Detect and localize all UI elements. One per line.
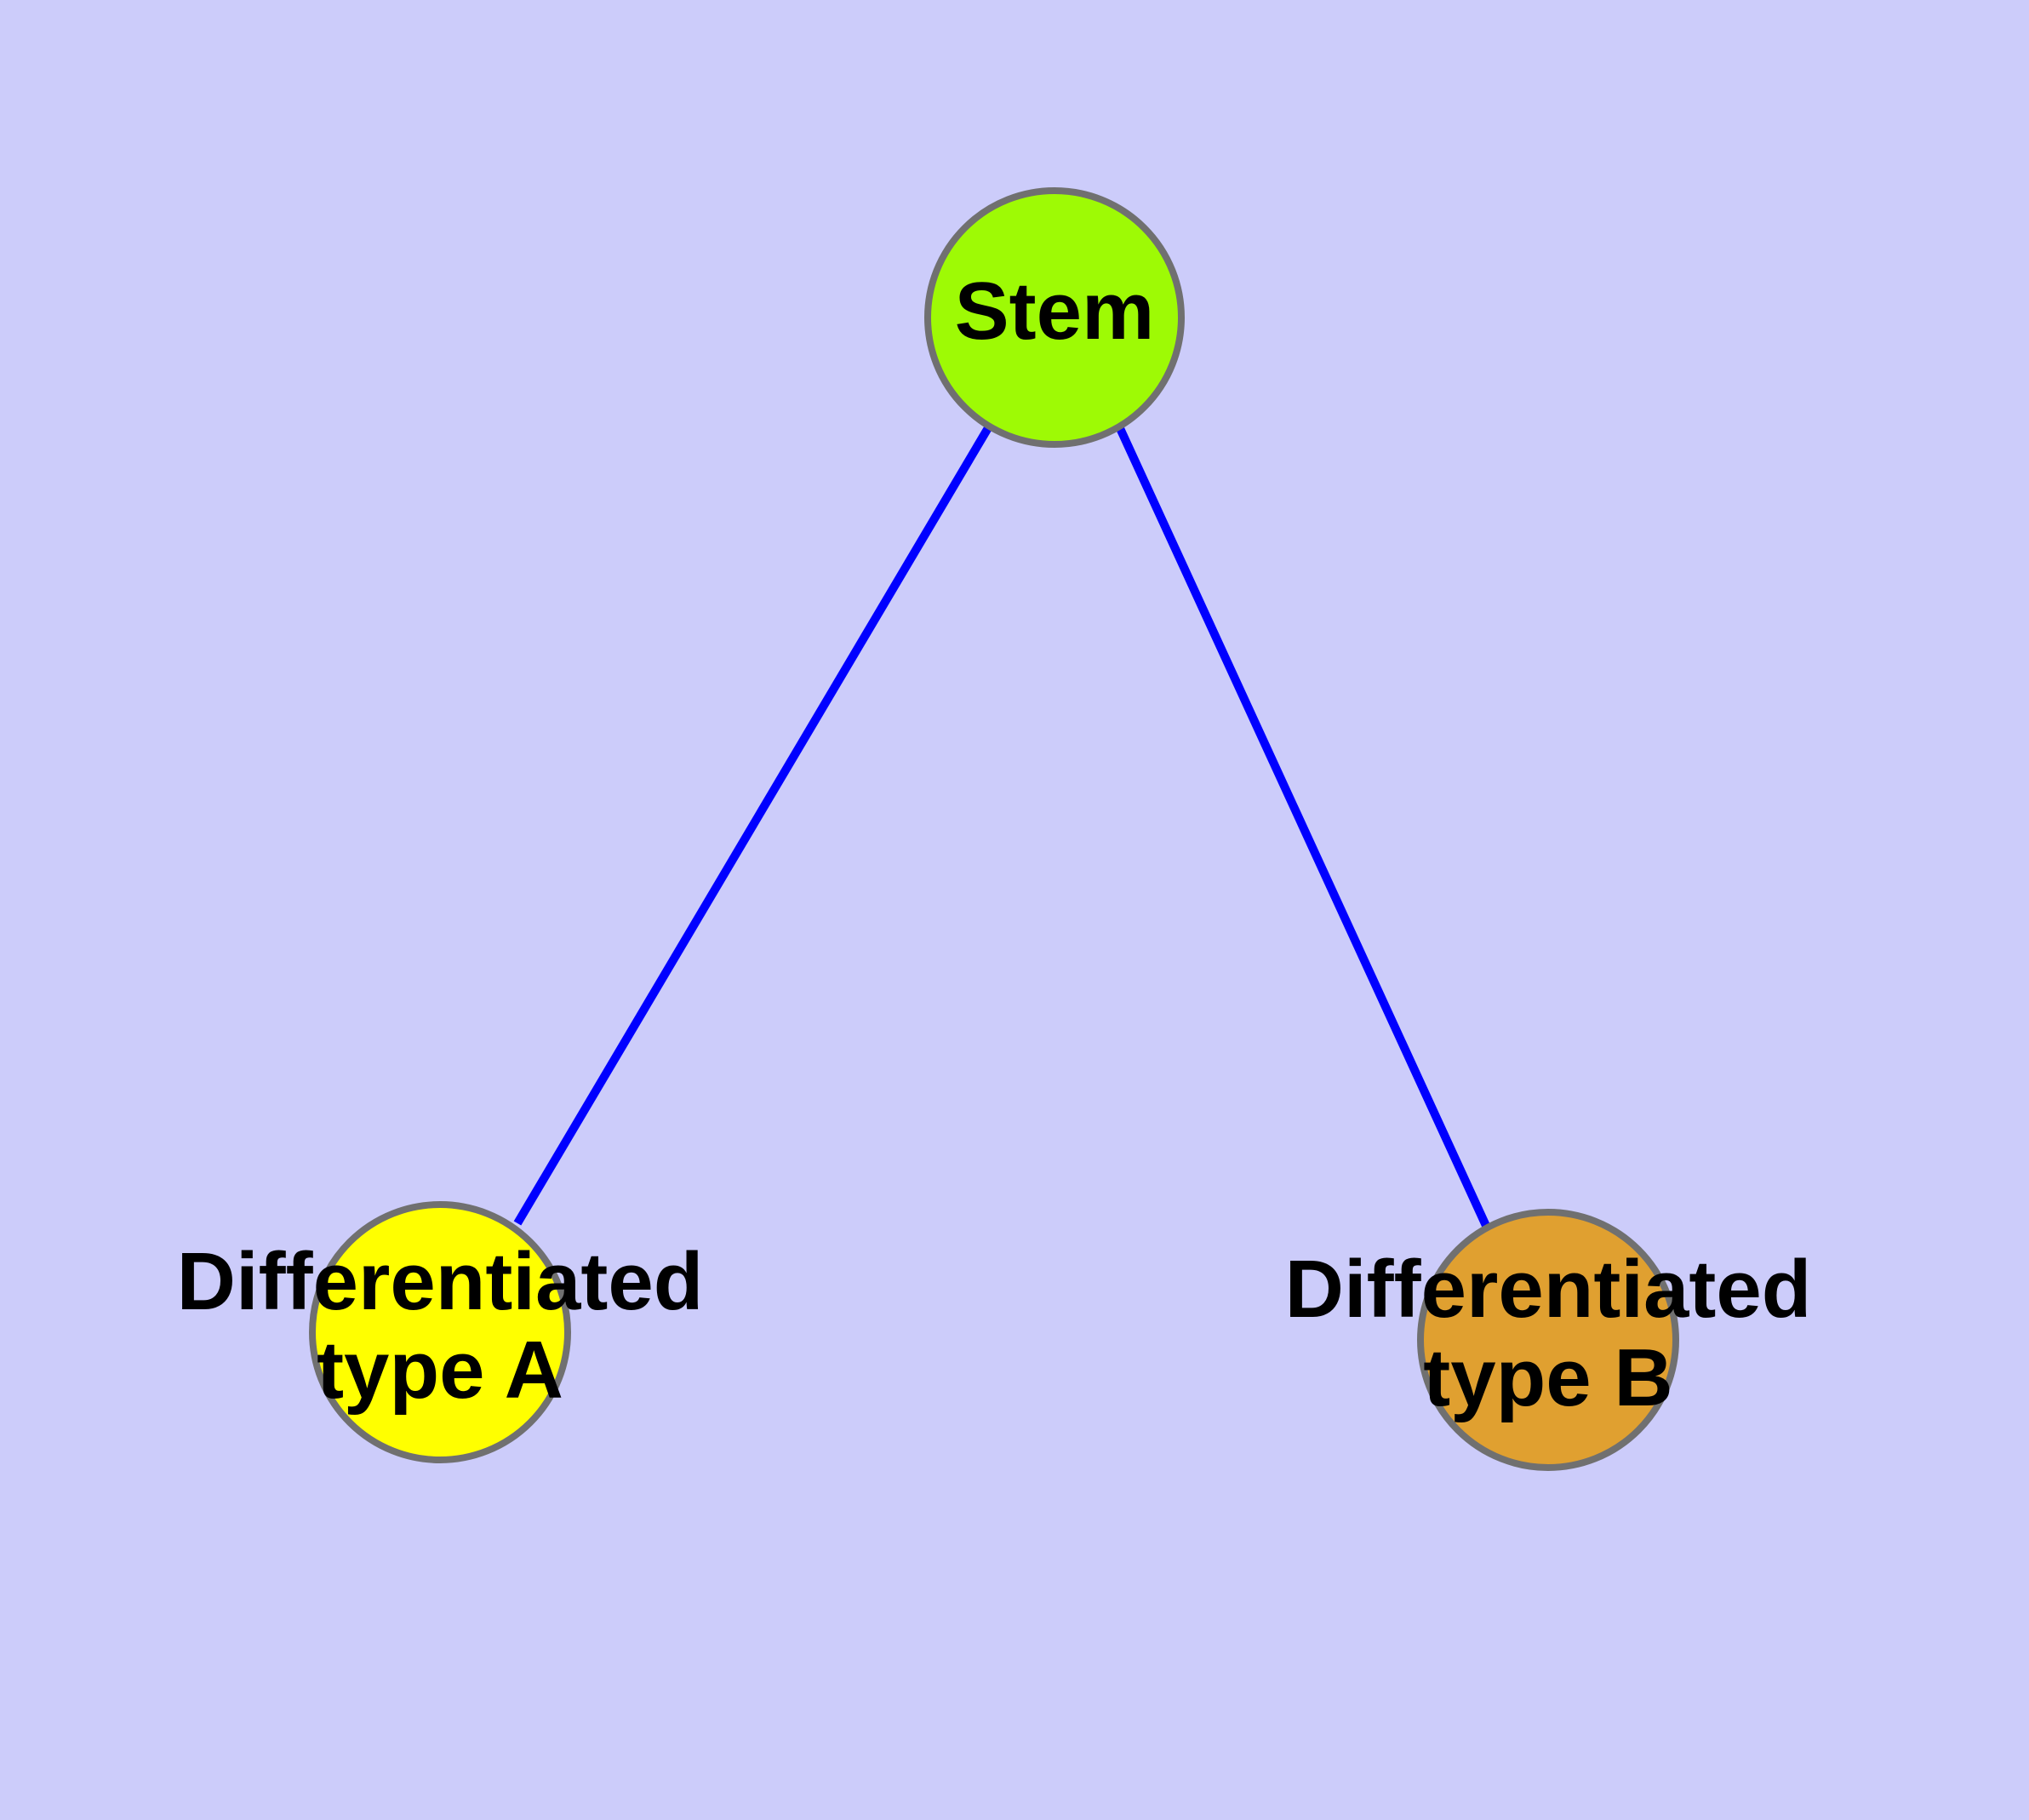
node-label-line: Differentiated [177, 1236, 704, 1327]
node-differentiated-type-a[interactable] [309, 1201, 571, 1463]
node-label-line: Stem [955, 266, 1155, 357]
edges-layer [513, 424, 1491, 1230]
node-label-line: Differentiated [1285, 1244, 1812, 1335]
node-differentiated-type-b[interactable] [1417, 1209, 1679, 1471]
node-label-line: type B [1423, 1332, 1672, 1423]
node-label-line: type A [317, 1325, 563, 1416]
edge-stem-to-differentiated-type-a[interactable] [513, 424, 993, 1226]
edge-stem-to-differentiated-type-b[interactable] [1115, 424, 1491, 1230]
nodes-layer [309, 187, 1679, 1471]
node-label-stem: Stem [955, 266, 1155, 357]
node-stem[interactable] [924, 187, 1185, 448]
